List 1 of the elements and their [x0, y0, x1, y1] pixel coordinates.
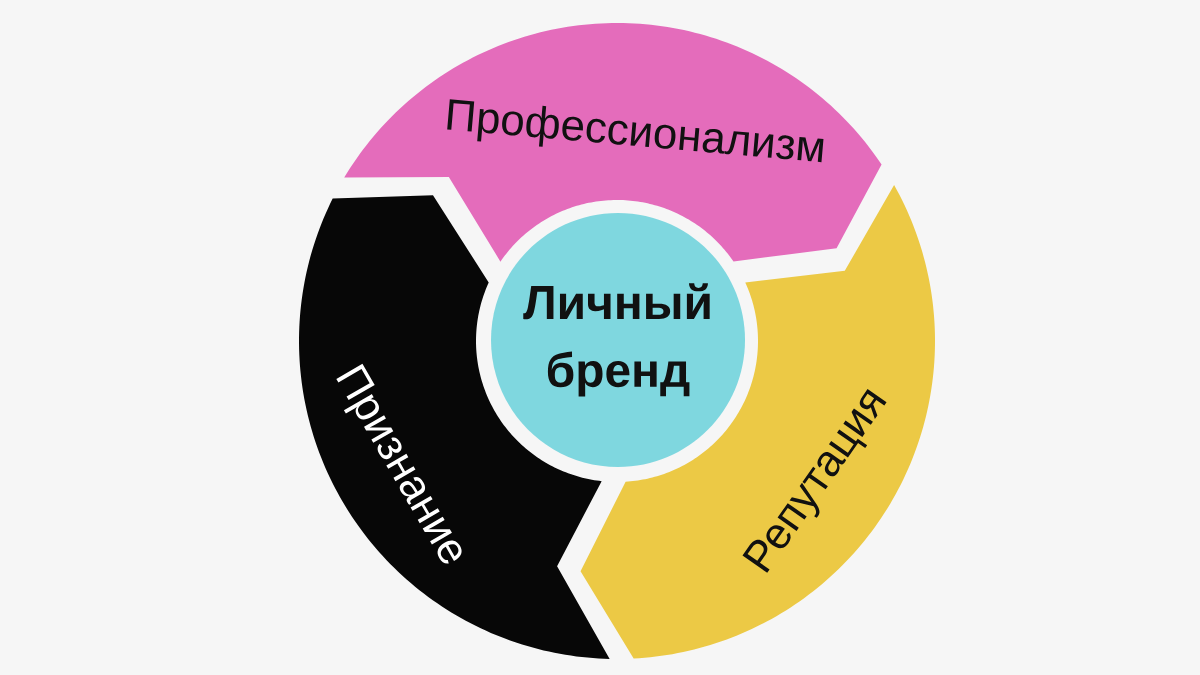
arrow-segment: Профессионализм: [344, 23, 882, 262]
